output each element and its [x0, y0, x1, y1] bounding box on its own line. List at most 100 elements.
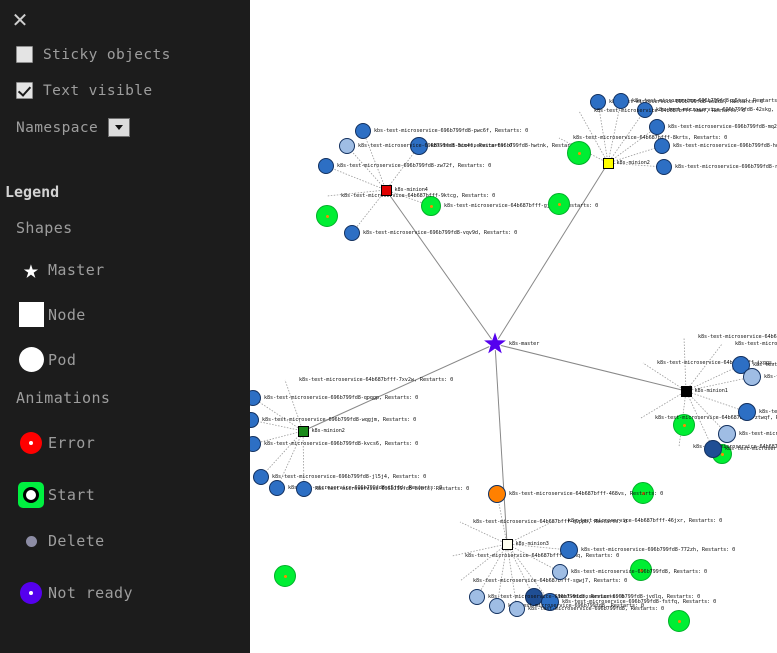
graph-pod-label: k8s-test-microservice-696b799fd8-772zh, …: [581, 547, 736, 553]
graph-pod[interactable]: [718, 425, 736, 443]
legend-item-not-ready: Not ready: [14, 582, 133, 604]
graph-pod-label: kbs-test-microservice-696b799fd8-pwc6f, …: [374, 128, 529, 134]
graph-pod[interactable]: [318, 158, 334, 174]
legend-label-pod: Pod: [48, 350, 77, 369]
error-dot-icon: [14, 432, 48, 454]
graph-minion-k8s-minion2-yellow[interactable]: [602, 157, 614, 169]
graph-pod[interactable]: [269, 480, 285, 496]
graph-pod[interactable]: [469, 589, 485, 605]
graph-pod[interactable]: [274, 565, 296, 587]
graph-pod[interactable]: [637, 102, 653, 118]
graph-pod[interactable]: [567, 141, 591, 165]
graph-pod[interactable]: [355, 123, 371, 139]
graph-pod[interactable]: [656, 159, 672, 175]
animations-section-title: Animations: [16, 389, 111, 407]
graph-pod[interactable]: [632, 482, 654, 504]
graph-pod-label: k8s-test-microservice-696b799fd8-ws2dz, …: [609, 99, 764, 105]
graph-pod-label: k8s-test-microservice-696b799fd8-hqp4x, …: [673, 143, 777, 149]
graph-pod-label: k8s-test-microservice-64b687bfff-46jxr, …: [568, 518, 723, 524]
graph-pod-label: k8s-test-microservice-64b687bfff-7xv2w, …: [299, 377, 454, 383]
graph-pod[interactable]: [560, 541, 578, 559]
sticky-objects-checkbox-row[interactable]: Sticky objects: [16, 46, 171, 63]
legend-label-master: Master: [48, 261, 105, 279]
graph-pod[interactable]: [250, 436, 261, 452]
graph-minion-k8s-minion1[interactable]: [680, 385, 692, 397]
graph-pod[interactable]: [488, 485, 506, 503]
legend-item-node: Node: [14, 302, 86, 327]
graph-pod[interactable]: [613, 93, 629, 109]
graph-pod[interactable]: [668, 610, 690, 632]
namespace-row: Namespace: [16, 118, 131, 137]
close-icon[interactable]: ✕: [11, 8, 29, 32]
graph-pod[interactable]: [654, 138, 670, 154]
circle-icon: [14, 347, 48, 372]
graph-pod[interactable]: [738, 403, 756, 421]
graph-pod-label: k8s-test-microservice-696b799fd8-42skg, …: [656, 107, 777, 113]
graph-pod-label: k8s-test-microservice-696b799, Restarts:…: [739, 431, 777, 437]
graph-pod[interactable]: [421, 196, 441, 216]
text-visible-checkbox-row[interactable]: Text visible: [16, 82, 153, 99]
graph-pod-label: k8s-test-microservice-696b799fd8, Restar…: [508, 603, 645, 609]
graph-pod[interactable]: [410, 137, 428, 155]
text-visible-checkbox[interactable]: [16, 82, 33, 99]
not-ready-dot-icon: [14, 582, 48, 604]
text-visible-label: Text visible: [43, 82, 153, 99]
graph-pod-label: k8s-test-microservice-64b687b, Restarts:…: [698, 334, 777, 340]
sticky-objects-checkbox[interactable]: [16, 46, 33, 63]
graph-pod[interactable]: [630, 559, 652, 581]
graph-minion-label: k8s-minion4: [394, 187, 428, 193]
graph-pod[interactable]: [316, 205, 338, 227]
delete-dot-icon: [14, 535, 48, 547]
namespace-select[interactable]: [108, 118, 131, 137]
graph-pod-label: k8s-test-microservice-64b687bfff-sgwj7, …: [473, 578, 628, 584]
chevron-down-icon: [115, 125, 124, 130]
graph-pod[interactable]: [344, 225, 360, 241]
graph-minion-label: k8s-minion3: [515, 541, 549, 547]
graph-pod-label: k8s-test-microservice-696b799fd8, Restar…: [759, 409, 777, 415]
graph-pod-label: k8s-test-microservice-64b687bfff-ztwqf, …: [655, 415, 777, 421]
graph-pod-label: k8s-test-microservice-696b799fd8, Restar…: [488, 594, 625, 600]
graph-pod-label: k8s-test-microservice-696b799fd8-5cm4f, …: [358, 143, 513, 149]
graph-pod-label: k8s-test-microservice-696b799fd8-vqv9d, …: [363, 230, 518, 236]
graph-pod[interactable]: [296, 481, 312, 497]
sticky-objects-label: Sticky objects: [43, 46, 171, 63]
graph-minion-k8s-minion4[interactable]: [380, 184, 392, 196]
legend-label-delete: Delete: [48, 532, 105, 550]
shapes-section-title: Shapes: [16, 219, 73, 237]
graph-minion-k8s-minion2[interactable]: [297, 425, 309, 437]
graph-minion-label: k8s-minion1: [694, 388, 728, 394]
graph-pod[interactable]: [541, 593, 559, 611]
graph-pod-label: k8s-test-microservice-64b687bfff-gjqkf, …: [444, 203, 599, 209]
graph-minion-k8s-minion3[interactable]: [501, 538, 513, 550]
legend-item-delete: Delete: [14, 532, 105, 550]
graph-pod-label: k8s-test-microservice-64b687bfff-7cphq, …: [465, 553, 620, 559]
graph-pod-label: k8s-test-microservice-64b687bfff-bnv, Re…: [693, 444, 777, 450]
graph-pod-label: k8s-test-microservice-696b799fd8-jl5j4, …: [272, 474, 427, 480]
graph-pod[interactable]: [590, 94, 606, 110]
sidebar-panel: ✕ Sticky objects Text visible Namespace …: [0, 0, 250, 653]
graph-pod[interactable]: [509, 601, 525, 617]
graph-pod[interactable]: [673, 414, 695, 436]
graph-pod[interactable]: [552, 564, 568, 580]
graph-pod-label: k8s-test-microservice-696b799fd8-kvcs6, …: [264, 441, 419, 447]
graph-pod-label: k8s-test-microservice-696b799fd8-zw72f, …: [337, 163, 492, 169]
graph-pod[interactable]: [250, 390, 261, 406]
graph-pod[interactable]: [548, 193, 570, 215]
cluster-graph-canvas[interactable]: kbs-test-microservice-696b799fd8-pwc6f, …: [250, 0, 777, 653]
graph-pod-label: k8s-test-microservice-696b799fd8-fstfq, …: [562, 599, 717, 605]
graph-pod[interactable]: [339, 138, 355, 154]
graph-pod-label: k8s-test-microservice-696b799fd8-bvbtc, …: [315, 486, 470, 492]
legend-title: Legend: [5, 183, 60, 201]
graph-master-star[interactable]: [481, 329, 509, 356]
graph-pod[interactable]: [704, 440, 722, 458]
graph-pod[interactable]: [253, 469, 269, 485]
legend-label-error: Error: [48, 434, 96, 452]
graph-minion-label: k8s-minion2: [311, 428, 345, 434]
graph-pod[interactable]: [743, 368, 761, 386]
graph-minion-label: k8s-minion2: [616, 160, 650, 166]
graph-pod[interactable]: [489, 598, 505, 614]
graph-pod[interactable]: [649, 119, 665, 135]
legend-item-master: ★ Master: [14, 257, 105, 283]
graph-pod-label: k8s-test-microservice-696b799fd8-wqgjm, …: [262, 417, 417, 423]
graph-pod-label: k8s-test-microservice-64b687bfff-9ktcg, …: [341, 193, 496, 199]
